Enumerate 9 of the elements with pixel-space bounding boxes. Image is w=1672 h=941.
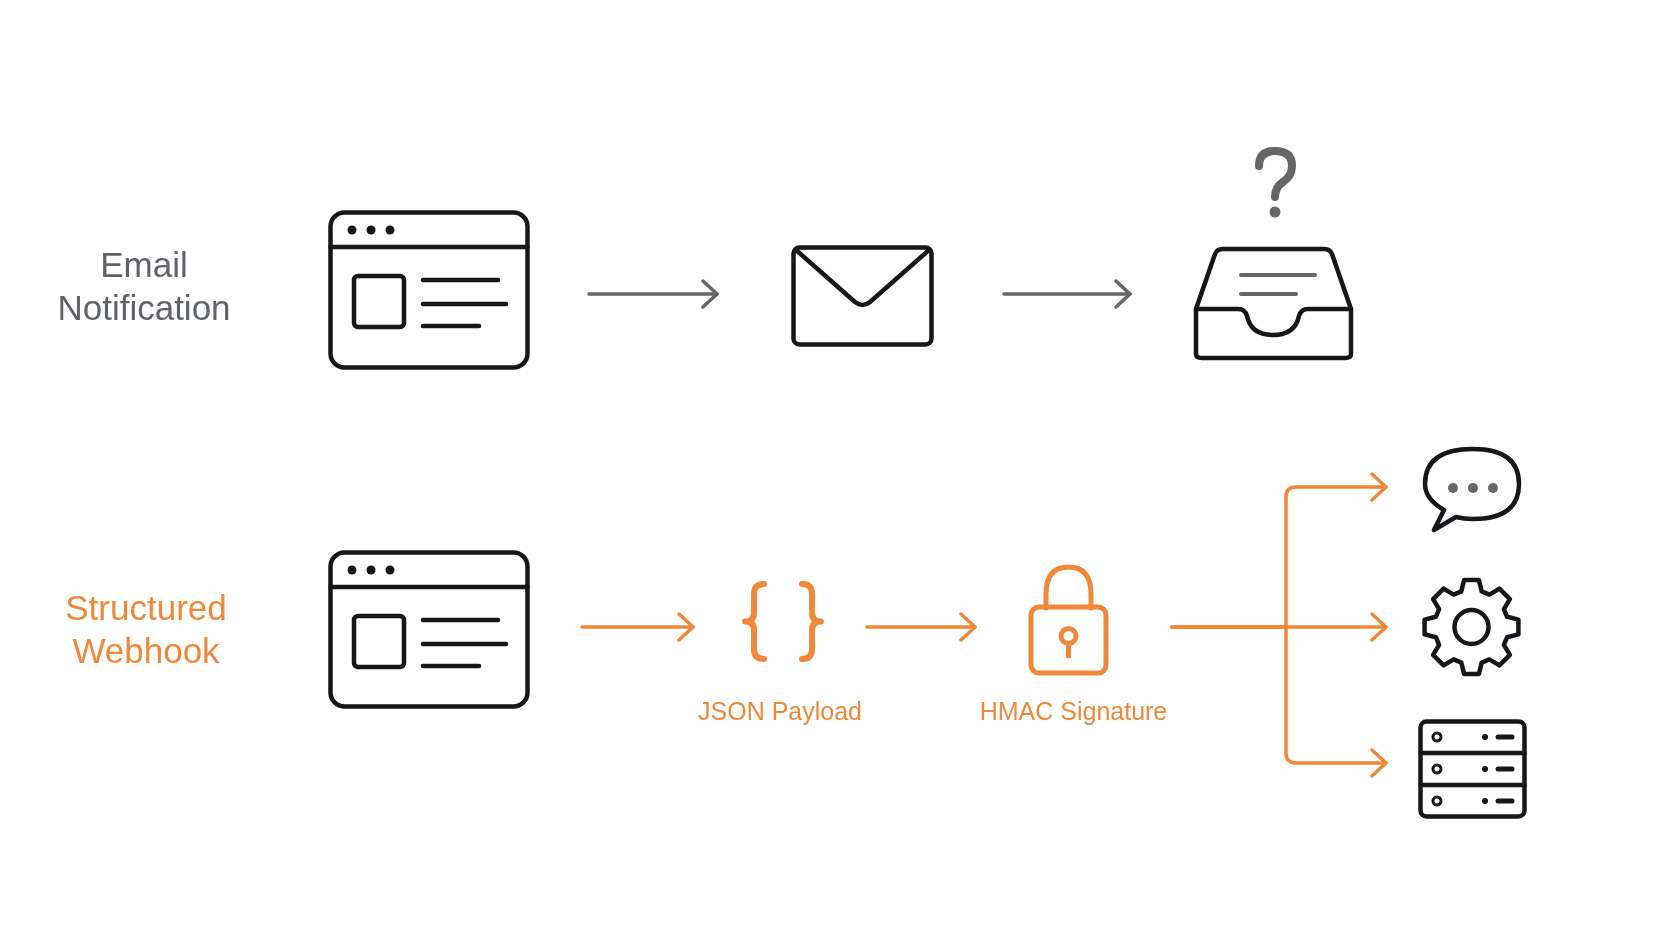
row-heading: Email Notification: [56, 244, 232, 329]
arrow: [1170, 625, 1388, 778]
arrow: [865, 612, 977, 642]
icon-caption: HMAC Signature: [978, 696, 1169, 726]
row-heading: Structured Webhook: [64, 587, 228, 672]
icon-caption: JSON Payload: [697, 696, 863, 726]
arrow: [580, 612, 695, 642]
arrow: [587, 279, 719, 309]
arrow: [1002, 279, 1132, 309]
